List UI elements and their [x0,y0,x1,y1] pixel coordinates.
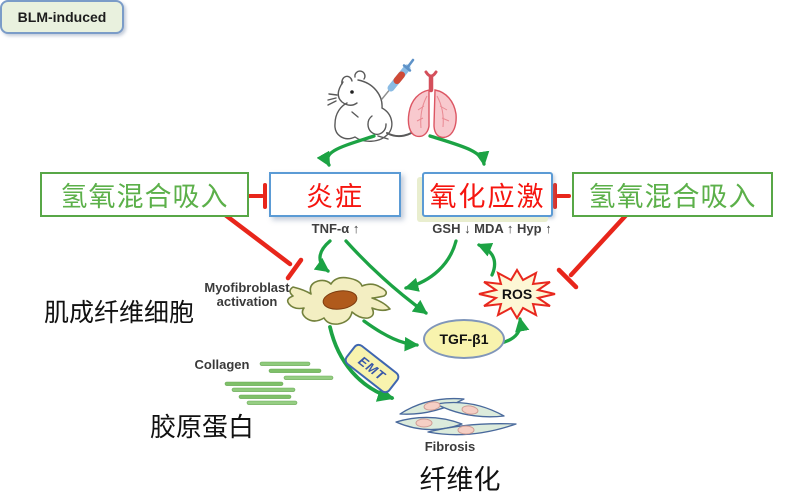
inhibit-left-to-inflammation [245,183,267,209]
oxidative-stress-box: 氧化应激 [422,172,553,217]
syringe-icon [381,58,415,100]
blm-induced-box: BLM-induced [0,0,124,34]
arrow-inflammation-to-myofibroblast [313,239,332,273]
inhibit-left-to-myofibroblast [221,211,304,281]
fibrosis-chinese-label: 纤维化 [419,465,501,495]
myofibroblast-chinese-label: 肌成纤维细胞 [44,299,195,327]
arrow-blm-to-oxidative-stress [428,134,490,167]
inflammation-box: 炎症 [269,172,401,217]
oxidative-markers-label: GSH ↓ MDA ↑ Hyp ↑ [432,221,552,236]
arrow-myofibroblast-emt-to-fibrosis [328,325,395,402]
arrow-oxidative-stress-to-myofibroblast [403,239,458,292]
inhibit-right-to-ros [556,209,632,290]
ros-starburst [478,268,556,320]
ros-label: ROS [501,286,533,302]
collagen-chinese-label: 胶原蛋白 [150,412,255,442]
arrow-myofibroblast-to-tgfb1 [362,319,420,352]
tnf-alpha-marker-label: TNF-α ↑ [311,221,360,236]
hydrogen-oxygen-inhalation-left-box: 氢氧混合吸入 [40,172,249,217]
arrow-tgfb1-to-ros [499,316,530,345]
collagen-label: Collagen [194,357,250,372]
lungs-icon [407,70,457,139]
myofibroblast-label-line1: Myofibroblast [204,280,290,295]
myofibroblast-label-line2: activation [216,294,278,309]
arrow-ros-to-oxidative-markers [476,243,497,277]
collagen-fibers-illustration [224,361,334,405]
hydrogen-oxygen-inhalation-right-box: 氢氧混合吸入 [572,172,773,217]
fibrosis-label: Fibrosis [424,439,476,454]
fibrosis-cells-illustration [395,397,517,436]
tgfb1-node: TGF-β1 [423,319,505,359]
myofibroblast-cell-illustration [286,276,391,325]
mouse-illustration [327,70,421,142]
arrow-inflammation-to-tgfb1 [344,239,428,315]
arrow-blm-to-inflammation [316,134,376,167]
inhibit-right-to-oxidative-stress [553,183,571,209]
cell-nucleus [322,290,358,310]
myofibroblast-activation-label: Myofibroblast activation [192,281,302,309]
